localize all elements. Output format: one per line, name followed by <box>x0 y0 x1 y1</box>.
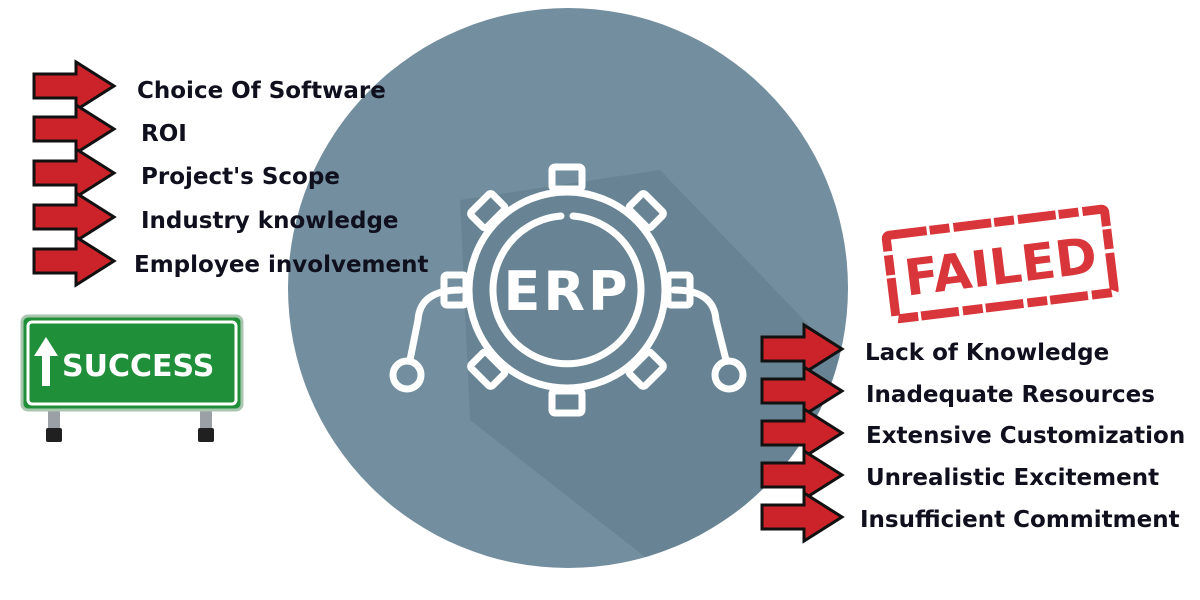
arrow-right-icon <box>32 234 117 288</box>
failure-item-text: Inadequate Resources <box>866 382 1155 408</box>
arrow-right-icon <box>32 146 117 200</box>
sign-board <box>20 314 244 412</box>
success-item-text: Project's Scope <box>141 164 340 190</box>
failure-item-text: Unrealistic Excitement <box>866 465 1160 491</box>
sign-post-left <box>48 405 60 433</box>
failure-item-text: Lack of Knowledge <box>865 340 1110 366</box>
failure-item-text: Insufficient Commitment <box>860 507 1180 533</box>
erp-label: ERP <box>503 260 630 323</box>
up-arrow-icon <box>34 337 58 386</box>
arrow-right-icon <box>760 448 845 502</box>
arrow-right-icon <box>32 59 117 113</box>
arrow-right-icon <box>32 190 117 244</box>
sign-post-right <box>200 405 212 433</box>
success-item-text: ROI <box>141 121 187 147</box>
arrow-right-icon <box>760 322 845 376</box>
arrow-right-icon <box>32 102 117 156</box>
arrow-right-icon <box>760 406 845 460</box>
success-label: SUCCESS <box>62 349 214 384</box>
failure-item-text: Extensive Customization <box>866 423 1186 449</box>
arrow-right-icon <box>760 490 845 544</box>
arrow-right-icon <box>760 364 845 418</box>
success-item-text: Employee involvement <box>134 252 429 278</box>
success-item-text: Industry knowledge <box>141 208 399 234</box>
stamp-border <box>881 204 1119 324</box>
success-item-text: Choice Of Software <box>137 78 386 104</box>
